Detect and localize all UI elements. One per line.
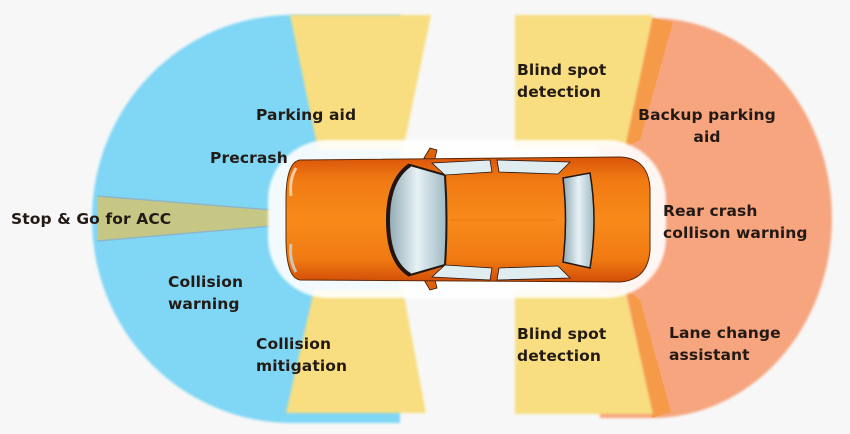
label-backup-parking-line2: aid	[693, 128, 721, 146]
label-precrash-text: Precrash	[210, 149, 288, 167]
car-headlight-top	[289, 167, 298, 197]
car-side-window-bottom-rear	[496, 265, 571, 281]
label-blind-spot-top-line1: Blind spot	[517, 61, 607, 79]
car	[285, 147, 651, 291]
label-blind-spot-bottom-line2: detection	[517, 347, 602, 365]
label-collision-mitigation: Collision mitigation	[256, 333, 347, 377]
label-parking-aid-text: Parking aid	[256, 106, 357, 124]
label-stop-go-acc: Stop & Go for ACC	[11, 208, 171, 230]
blind-spot-bottom-zone	[515, 290, 653, 414]
car-side-window-top-front	[431, 159, 493, 176]
label-lane-change-line2: assistant	[669, 346, 750, 364]
car-windshield-frame	[385, 163, 412, 277]
car-rear-window	[562, 172, 595, 269]
label-backup-parking-line1: Backup parking	[638, 106, 776, 124]
acc-beam-edge	[96, 225, 273, 242]
label-blind-spot-top-line2: detection	[517, 83, 602, 101]
label-lane-change-assistant: Lane change assistant	[669, 322, 781, 366]
label-parking-aid: Parking aid	[256, 104, 356, 126]
rear-edge-bottom	[627, 290, 671, 418]
label-precrash: Precrash	[210, 147, 288, 169]
label-collision-warning-line2: warning	[168, 295, 240, 313]
label-rear-crash-line1: Rear crash	[663, 202, 758, 220]
label-rear-crash-line2: collison warning	[663, 224, 808, 242]
label-collision-warning: Collision warning	[168, 271, 243, 315]
label-collision-mitigation-line1: Collision	[256, 335, 332, 353]
label-collision-mitigation-line2: mitigation	[256, 357, 348, 375]
label-lane-change-line1: Lane change	[669, 324, 781, 342]
label-rear-crash-warning: Rear crash collison warning	[663, 200, 808, 244]
label-stop-go-acc-text: Stop & Go for ACC	[11, 210, 172, 228]
blind-spot-top-zone	[515, 15, 653, 148]
collision-mitigation-zone	[286, 290, 426, 413]
rear-radar-zone	[600, 18, 832, 418]
car-side-window-bottom-front	[431, 264, 493, 281]
label-backup-parking-aid: Backup parking aid	[636, 104, 778, 148]
car-headlight-bottom	[289, 243, 298, 273]
label-blind-spot-top: Blind spot detection	[517, 59, 606, 103]
label-blind-spot-bottom: Blind spot detection	[517, 323, 606, 367]
rear-edge-top	[624, 18, 673, 148]
label-blind-spot-bottom-line1: Blind spot	[517, 325, 607, 343]
parking-aid-zone	[290, 15, 431, 150]
label-collision-warning-line1: Collision	[168, 273, 244, 291]
acc-beam-edge	[96, 195, 273, 211]
car-side-window-top-rear	[496, 159, 571, 175]
